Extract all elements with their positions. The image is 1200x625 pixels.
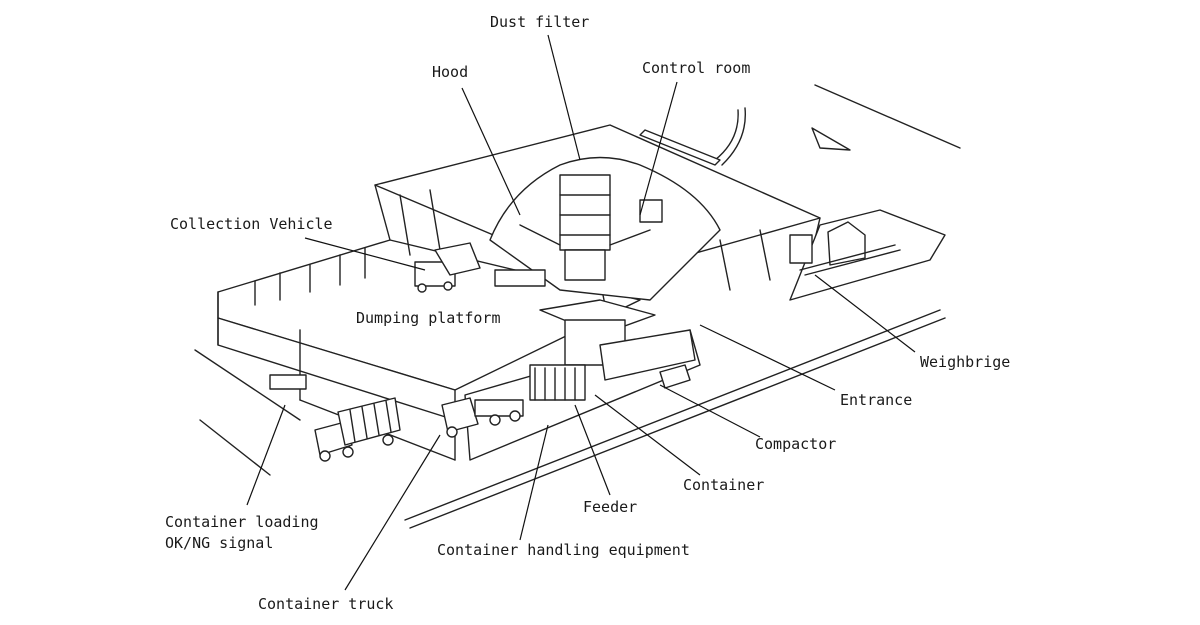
label-hood: Hood: [432, 63, 469, 81]
hood-and-filter: [489, 107, 747, 301]
label-dumping-platform: Dumping platform: [356, 309, 501, 327]
label-container-truck: Container truck: [258, 595, 394, 613]
label-container-loading-line1: Container loading: [165, 513, 319, 531]
compactor-block: [269, 299, 696, 401]
label-feeder: Feeder: [583, 498, 638, 516]
label-collection-vehicle: Collection Vehicle: [170, 215, 333, 233]
label-control-room: Control room: [642, 59, 751, 77]
label-entrance: Entrance: [840, 391, 913, 409]
label-container: Container: [683, 476, 765, 494]
label-dust-filter: Dust filter: [490, 13, 590, 31]
label-container-loading-line2: OK/NG signal: [165, 534, 274, 552]
container-truck-center: [441, 397, 524, 438]
weighbridge-area: [789, 127, 946, 301]
road-lines: [194, 84, 961, 529]
collection-vehicle: [414, 242, 546, 293]
label-compactor: Compactor: [755, 435, 837, 453]
leader-lines: [246, 34, 916, 591]
container-truck-left: [314, 397, 401, 462]
label-container-handling-equipment: Container handling equipment: [437, 541, 690, 559]
label-weighbridge: Weighbrige: [920, 353, 1011, 371]
